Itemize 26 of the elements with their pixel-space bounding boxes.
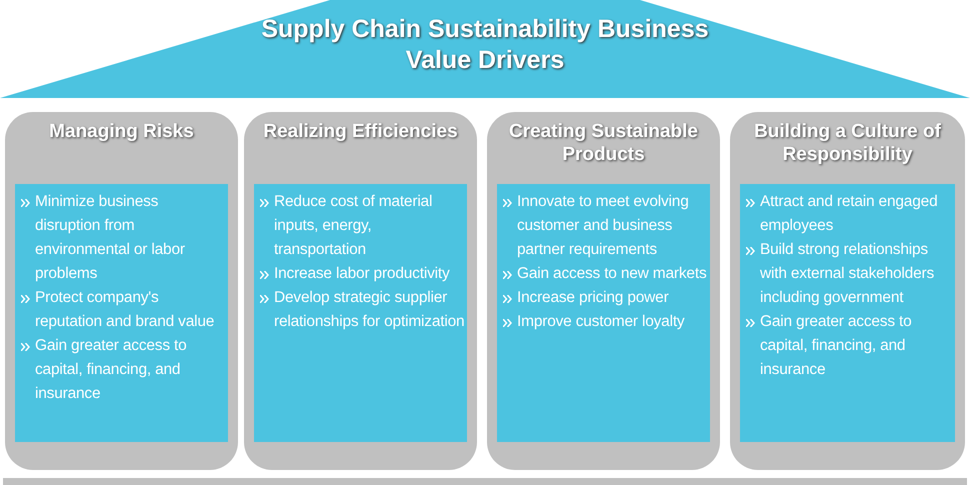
bullet-text: Increase labor productivity [274,265,450,282]
content-panel [497,184,710,442]
bullet-text: Reduce cost of material inputs, energy, transportation [274,193,432,258]
pillar-heading: Managing Risks [48,120,195,143]
content-panel [15,184,228,442]
pillar-panel [730,112,965,470]
bullet-text: Increase pricing power [517,289,669,306]
pillar-heading: Building a Culture of Responsibility [753,120,942,166]
content-panel [254,184,467,442]
bullet-text: Develop strategic supplier relationships for optimization [274,289,464,330]
title: Supply Chain Sustainability Business Value Drivers [260,14,710,76]
pillar-panel [5,112,238,470]
bullet-text: Attract and retain engaged employees [760,193,938,234]
bullet-text: Improve customer loyalty [517,313,684,330]
pillar-heading: Realizing Efficiencies [262,120,459,143]
bullet-text: Gain greater access to capital, financing, and insurance [35,337,187,402]
pillar-panel [244,112,477,470]
bullet-text: Gain greater access to capital, financing, and insurance [760,313,912,378]
bullet-text: Build strong relationships with external stakeholders including government [760,241,934,306]
bullet-text: Innovate to meet evolving customer and business partner requirements [517,193,689,258]
bullet-text: Gain access to new markets [517,265,706,282]
bullet-text: Minimize business disruption from environmental or labor problems [35,193,185,282]
content-panel [740,184,955,442]
pillar-panel [487,112,720,470]
bullet-text: Protect company's reputation and brand value [35,289,214,330]
pillar-heading: Creating Sustainable Products [508,120,699,166]
